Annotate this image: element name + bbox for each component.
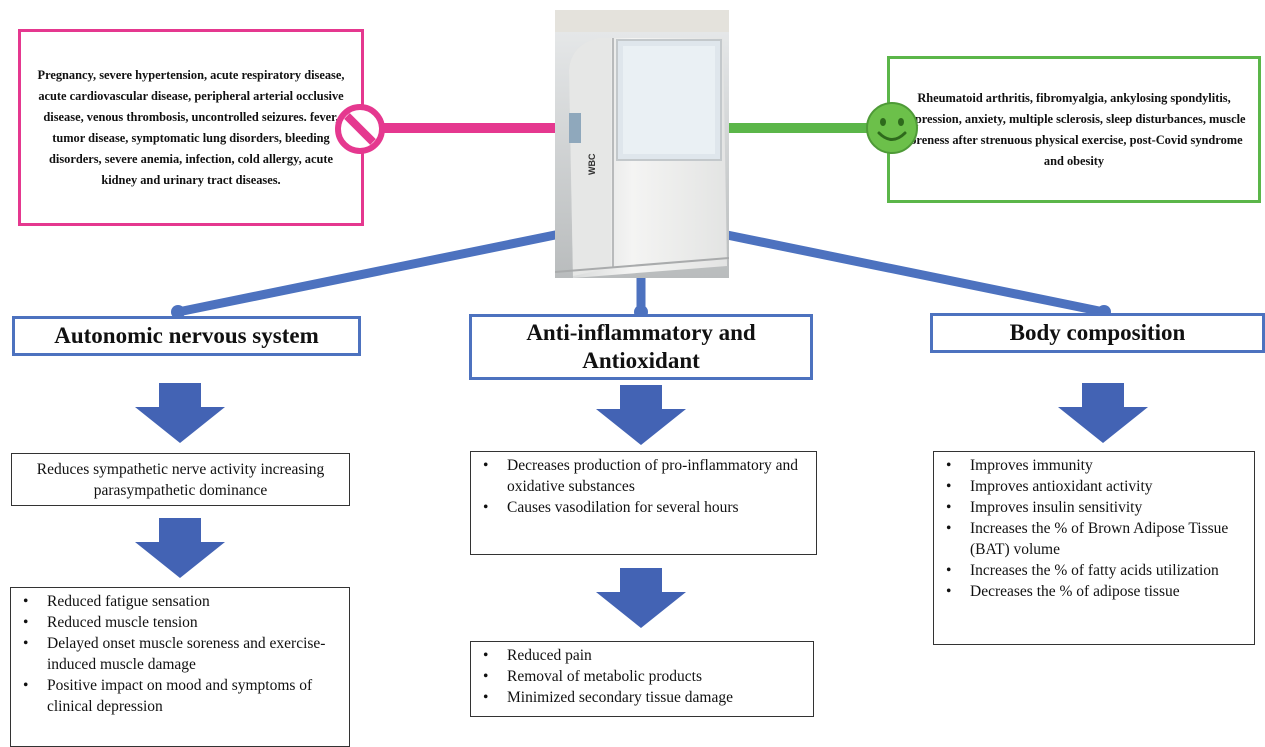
no-entry-icon	[335, 104, 385, 154]
branch-title: Anti-inflammatory and Antioxidant	[526, 320, 756, 373]
list-item: Decreases the % of adipose tissue	[934, 581, 1248, 602]
smiley-face-icon	[866, 102, 918, 154]
connector-lines	[171, 123, 1111, 319]
autonomic-outcomes-list: Reduced fatigue sensation Reduced muscle…	[11, 588, 349, 720]
autonomic-effect-text: Reduces sympathetic nerve activity incre…	[36, 461, 325, 499]
down-arrow-icon	[135, 518, 225, 578]
list-item: Reduced muscle tension	[11, 612, 343, 633]
down-arrow-icon	[596, 385, 686, 445]
list-item: Increases the % of fatty acids utilizati…	[934, 560, 1248, 581]
down-arrow-icon	[596, 568, 686, 628]
branch-header-anti-inflammatory: Anti-inflammatory and Antioxidant	[469, 314, 813, 380]
branch-header-body-composition: Body composition	[930, 313, 1265, 353]
body-composition-effects-list: Improves immunity Improves antioxidant a…	[934, 452, 1254, 605]
contraindications-box: Pregnancy, severe hypertension, acute re…	[18, 29, 364, 226]
list-item: Reduced pain	[471, 645, 807, 666]
anti-inflammatory-effects-list: Decreases production of pro-inflammatory…	[471, 452, 816, 521]
indications-box: Rheumatoid arthritis, fibromyalgia, anky…	[887, 56, 1261, 203]
device-label: WBC	[587, 153, 597, 175]
list-item: Decreases production of pro-inflammatory…	[471, 455, 810, 497]
list-item: Improves insulin sensitivity	[934, 497, 1248, 518]
anti-inflammatory-effects-box: Decreases production of pro-inflammatory…	[470, 451, 817, 555]
list-item: Causes vasodilation for several hours	[471, 497, 810, 518]
branch-title: Body composition	[1009, 320, 1186, 345]
branch-header-autonomic: Autonomic nervous system	[12, 316, 361, 356]
anti-inflammatory-outcomes-list: Reduced pain Removal of metabolic produc…	[471, 642, 813, 711]
branch-title: Autonomic nervous system	[54, 323, 319, 348]
down-arrow-icon	[1058, 383, 1148, 443]
list-item: Delayed onset muscle soreness and exerci…	[11, 633, 343, 675]
autonomic-effect-box: Reduces sympathetic nerve activity incre…	[11, 453, 350, 506]
anti-inflammatory-outcomes-box: Reduced pain Removal of metabolic produc…	[470, 641, 814, 717]
list-item: Minimized secondary tissue damage	[471, 687, 807, 708]
contraindications-text: Pregnancy, severe hypertension, acute re…	[37, 67, 345, 187]
list-item: Improves antioxidant activity	[934, 476, 1248, 497]
list-item: Positive impact on mood and symptoms of …	[11, 675, 343, 717]
list-item: Improves immunity	[934, 455, 1248, 476]
list-item: Increases the % of Brown Adipose Tissue …	[934, 518, 1248, 560]
indications-text: Rheumatoid arthritis, fibromyalgia, anky…	[902, 90, 1246, 168]
cryotherapy-chamber-image: WBC	[555, 10, 729, 278]
body-composition-effects-box: Improves immunity Improves antioxidant a…	[933, 451, 1255, 645]
autonomic-outcomes-box: Reduced fatigue sensation Reduced muscle…	[10, 587, 350, 747]
down-arrow-icon	[135, 383, 225, 443]
list-item: Removal of metabolic products	[471, 666, 807, 687]
list-item: Reduced fatigue sensation	[11, 591, 343, 612]
